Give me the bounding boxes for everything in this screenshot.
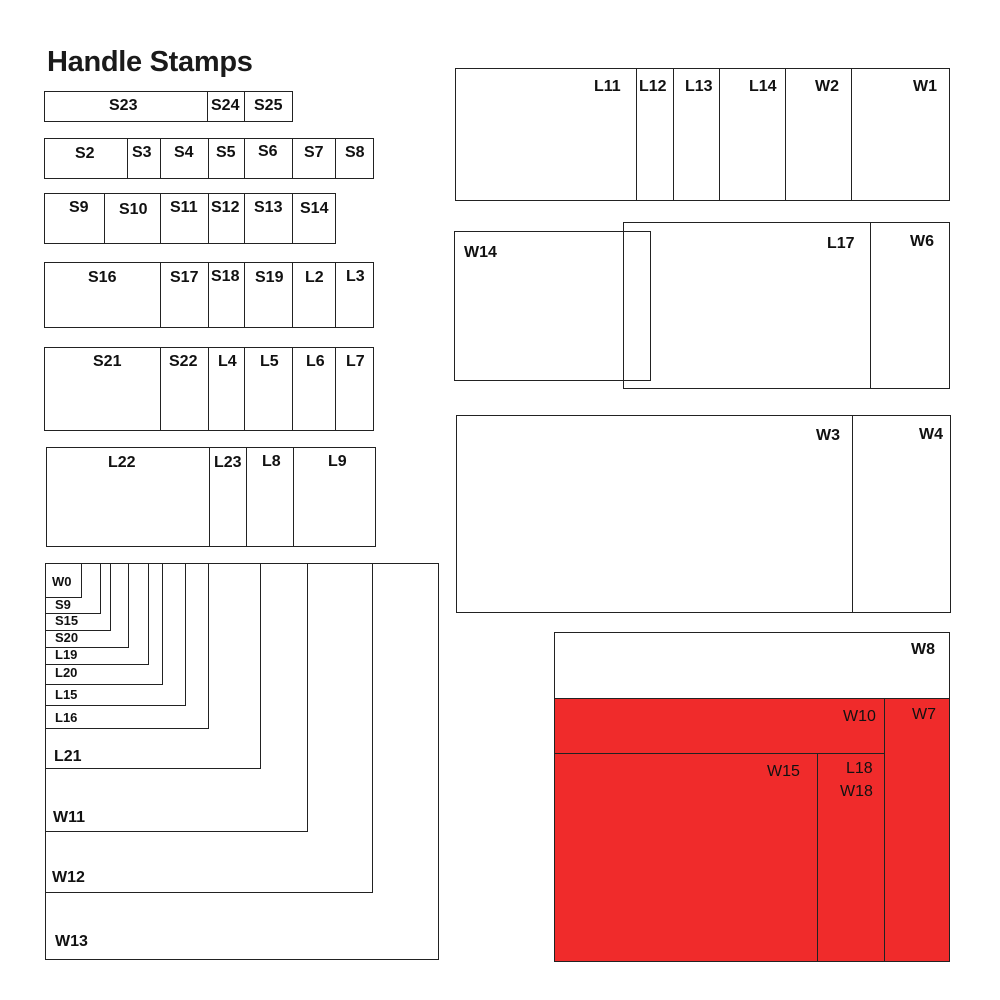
stamp-l3 <box>335 262 374 328</box>
label-l9: L9 <box>328 453 347 470</box>
label-l20: L20 <box>55 665 78 680</box>
label-w0: W0 <box>52 574 72 589</box>
label-s16: S16 <box>88 269 117 286</box>
label-l6: L6 <box>306 353 325 370</box>
label-w7: W7 <box>912 706 936 723</box>
label-w8: W8 <box>911 641 935 658</box>
label-l23: L23 <box>214 454 242 471</box>
label-s6: S6 <box>258 143 278 160</box>
label-l21: L21 <box>54 748 82 765</box>
label-l7: L7 <box>346 353 365 370</box>
label-s9: S9 <box>69 199 89 216</box>
stamp-l18-w18 <box>817 753 885 962</box>
label-w14: W14 <box>464 244 497 261</box>
page-title: Handle Stamps <box>47 46 253 78</box>
label-l12: L12 <box>639 78 667 95</box>
label-s2: S2 <box>75 145 95 162</box>
label-w4: W4 <box>919 426 943 443</box>
stamp-s14 <box>292 193 336 244</box>
label-l18: L18 <box>846 760 873 777</box>
label-s20: S20 <box>55 630 79 645</box>
label-s24: S24 <box>211 97 240 114</box>
label-s12: S12 <box>211 199 240 216</box>
label-s15: S15 <box>55 613 79 628</box>
label-s4: S4 <box>174 144 194 161</box>
label-s21: S21 <box>93 353 122 370</box>
label-s19: S19 <box>255 269 284 286</box>
label-w13: W13 <box>55 933 88 950</box>
label-l8: L8 <box>262 453 281 470</box>
label-l16: L16 <box>55 710 78 725</box>
label-w3: W3 <box>816 427 840 444</box>
label-s7: S7 <box>304 144 324 161</box>
label-l19: L19 <box>55 647 78 662</box>
stamp-s8 <box>335 138 374 179</box>
label-l13: L13 <box>685 78 713 95</box>
label-l2: L2 <box>305 269 324 286</box>
label-s22: S22 <box>169 353 198 370</box>
label-s9-nested: S9 <box>55 597 71 612</box>
label-s10: S10 <box>119 201 148 218</box>
stamp-w10 <box>554 698 885 754</box>
label-l14: L14 <box>749 78 777 95</box>
label-l3: L3 <box>346 268 365 285</box>
stamp-w14 <box>454 231 651 381</box>
label-s11: S11 <box>170 199 198 216</box>
label-w6: W6 <box>910 233 934 250</box>
stamp-w6 <box>870 222 950 389</box>
label-s23: S23 <box>109 97 138 114</box>
stamp-w1 <box>851 68 950 201</box>
label-l5: L5 <box>260 353 279 370</box>
label-w2: W2 <box>815 78 839 95</box>
label-w18: W18 <box>840 783 873 800</box>
label-l22: L22 <box>108 454 136 471</box>
stamp-w3 <box>456 415 853 613</box>
stamp-w4 <box>852 415 951 613</box>
stamp-w7 <box>884 698 950 962</box>
label-s8: S8 <box>345 144 365 161</box>
label-s13: S13 <box>254 199 283 216</box>
stamp-w8 <box>554 632 950 699</box>
label-s14: S14 <box>300 200 329 217</box>
label-l15: L15 <box>55 687 78 702</box>
label-s3: S3 <box>132 144 152 161</box>
stamp-l7 <box>335 347 374 431</box>
label-w15: W15 <box>767 763 800 780</box>
label-w11: W11 <box>53 809 86 826</box>
stamp-l9 <box>293 447 376 547</box>
label-s25: S25 <box>254 97 283 114</box>
label-w12: W12 <box>52 869 85 886</box>
label-s17: S17 <box>170 269 199 286</box>
label-w10: W10 <box>843 708 876 725</box>
stamp-w0 <box>45 563 82 598</box>
label-w1: W1 <box>913 78 937 95</box>
label-l17: L17 <box>827 235 855 252</box>
label-s5: S5 <box>216 144 236 161</box>
label-l11: L11 <box>594 78 621 95</box>
label-s18: S18 <box>211 268 240 285</box>
stamp-w15 <box>554 753 818 962</box>
stamp-s25 <box>244 91 293 122</box>
label-l4: L4 <box>218 353 237 370</box>
